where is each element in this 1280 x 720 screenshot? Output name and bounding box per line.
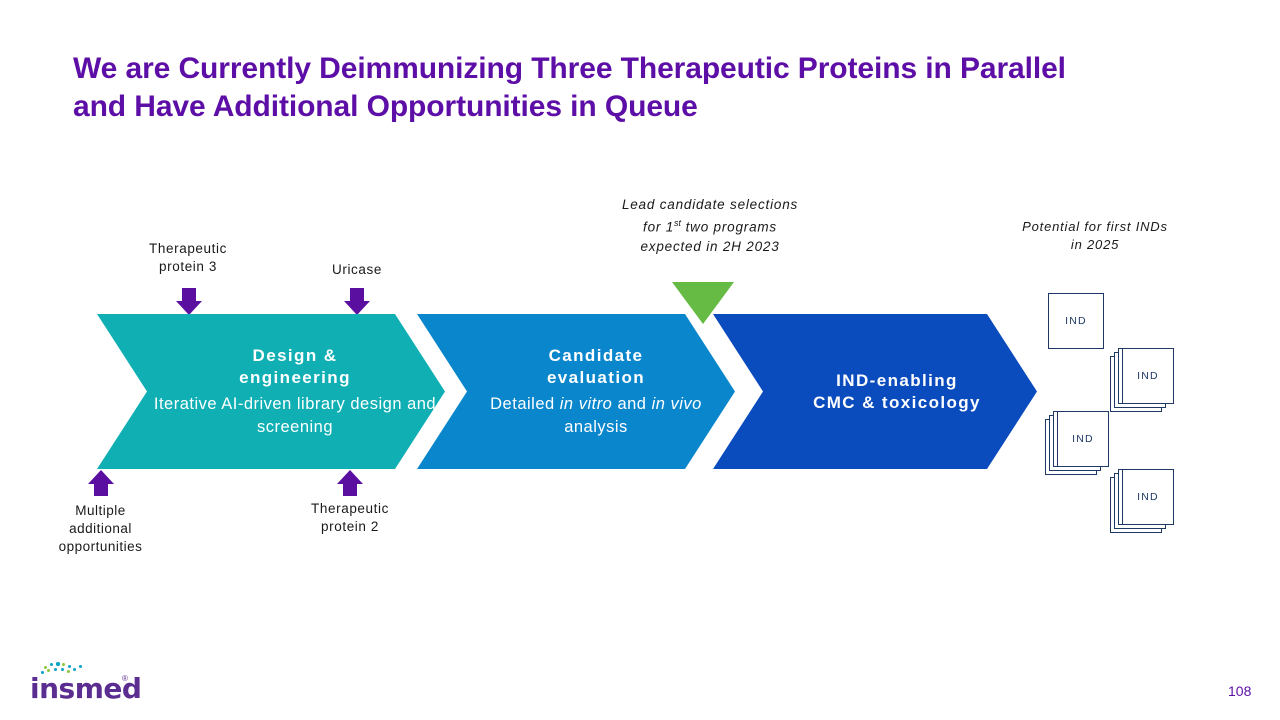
arrow-shaft [343,483,357,496]
logo-dot-4 [68,665,72,669]
logo-dot-1 [50,663,54,667]
arrow-head [344,301,370,315]
logo-dot-3 [62,663,66,667]
doc-front-page: IND [1122,348,1174,404]
lead-callout-line2-pre: for 1 [643,219,675,235]
subtitle-em-in-vivo: in vivo [651,394,702,413]
logo-dot-8 [61,668,64,671]
step-title: Candidate evaluation [546,345,646,387]
subtitle-mid: and [612,394,652,413]
logo-trademark: ® [122,674,128,683]
logo-dot-2 [56,662,60,666]
step-content: Design & engineering Iterative AI-driven… [97,345,445,439]
arrow-head [88,470,114,484]
step-content: Candidate evaluation Detailed in vitro a… [417,345,735,439]
arrow-head [337,470,363,484]
ind-document-1: IND [1048,293,1104,349]
doc-front-page: IND [1122,469,1174,525]
potential-inds-callout: Potential for first INDs in 2025 [995,218,1195,254]
logo-dot-10 [73,668,77,672]
arrow-head [176,301,202,315]
logo-dot-0 [44,666,48,670]
label-uricase: Uricase [332,262,382,277]
process-step-ind-enabling[interactable]: IND-enabling CMC & toxicology [713,314,1037,469]
label-therapeutic-protein-3: Therapeutic protein 3 [149,241,227,274]
step-title: Design & engineering [239,345,351,387]
ind-callout-line2: in 2025 [1070,237,1120,252]
logo-dot-11 [79,665,82,668]
lead-callout-ordinal: st [674,218,682,228]
insmed-logo: insmed ® [30,662,142,705]
subtitle-post: analysis [564,417,628,436]
lead-callout-line2: for 1st two programs [570,214,850,237]
lead-callout-line1: Lead candidate selections [621,197,799,212]
ind-callout-line1: Potential for first INDs [1022,219,1168,234]
lead-callout-line3: expected in 2H 2023 [640,238,780,254]
ind-document-3: IND [1045,411,1109,479]
ind-document-4: IND [1110,469,1174,537]
arrow-shaft [182,288,196,301]
step-content: IND-enabling CMC & toxicology [769,370,981,414]
label-therapeutic-protein-2: Therapeutic protein 2 [311,501,389,534]
ind-document-2: IND [1110,348,1174,416]
lead-candidate-callout: Lead candidate selections for 1st two pr… [570,195,850,256]
lead-callout-line2-post: two programs [681,219,777,235]
page-title: We are Currently Deimmunizing Three Ther… [73,52,1066,123]
subtitle-em-in-vitro: in vitro [559,394,613,413]
process-step-candidate-evaluation[interactable]: Candidate evaluation Detailed in vitro a… [417,314,735,469]
step-title: IND-enabling CMC & toxicology [813,370,981,412]
doc-front-page: IND [1057,411,1109,467]
arrow-shaft [94,483,108,496]
arrow-shaft [350,288,364,301]
step-subtitle: Detailed in vitro and in vivo analysis [457,393,735,439]
logo-dot-6 [47,669,50,672]
subtitle-pre: Detailed [490,394,560,413]
logo-dot-7 [54,668,57,671]
label-multiple-additional-opportunities: Multiple additional opportunities [58,503,143,554]
logo-wordmark: insmed [30,672,142,705]
process-step-design-engineering[interactable]: Design & engineering Iterative AI-driven… [97,314,445,469]
logo-dot-9 [67,670,70,673]
doc-front-page: IND [1048,293,1104,349]
logo-dot-5 [41,671,44,674]
step-subtitle: Iterative AI-driven library design and s… [153,394,437,436]
page-number: 108 [1228,683,1252,699]
process-flow: Design & engineering Iterative AI-driven… [0,314,1280,469]
